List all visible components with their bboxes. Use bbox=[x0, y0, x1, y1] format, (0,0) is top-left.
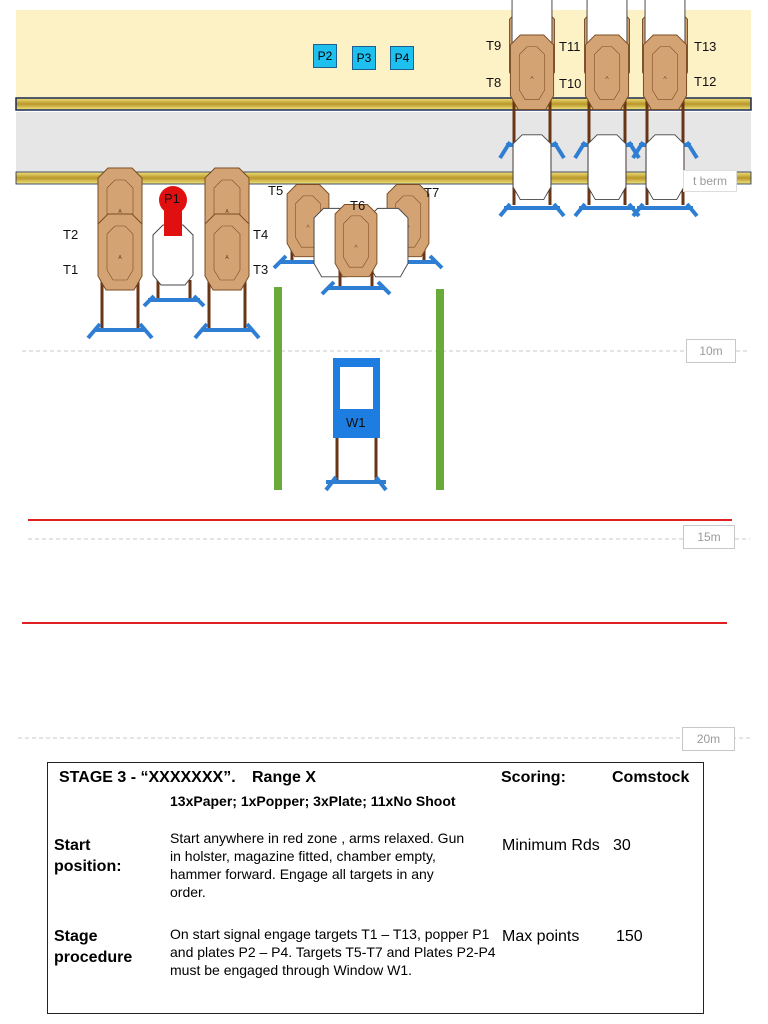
range-label: Range X bbox=[252, 769, 317, 786]
plate-p4: P4 bbox=[390, 46, 414, 70]
stand-t6 bbox=[320, 270, 392, 296]
min-rounds-label: Minimum Rds bbox=[502, 837, 600, 854]
distance-15m: 15m bbox=[683, 525, 735, 549]
stage-diagram: A bbox=[15, 0, 752, 751]
wall-left bbox=[274, 287, 282, 490]
max-points-value: 150 bbox=[616, 928, 643, 945]
target-t6 bbox=[334, 204, 378, 278]
plate-p2: P2 bbox=[313, 44, 337, 68]
stage-layout: A bbox=[15, 0, 752, 739]
label-t4: T4 bbox=[253, 227, 269, 242]
label-w1: W1 bbox=[346, 415, 366, 430]
scoring-label: Scoring: bbox=[501, 769, 566, 786]
distance-10m: 10m bbox=[686, 339, 736, 363]
label-t9: T9 bbox=[486, 38, 502, 53]
label-t11: T11 bbox=[559, 39, 581, 54]
target-t3 bbox=[204, 213, 250, 291]
label-t6: T6 bbox=[350, 198, 366, 213]
stage-briefing: STAGE 3 - “XXXXXXX”. Range X Scoring: Co… bbox=[47, 762, 704, 1014]
far-targets bbox=[498, 0, 699, 218]
label-t1: T1 bbox=[63, 262, 79, 277]
target-summary: 13xPaper; 1xPopper; 3xPlate; 11xNo Shoot bbox=[170, 793, 456, 809]
label-t12: T12 bbox=[694, 74, 717, 89]
start-label: Start position: bbox=[54, 837, 122, 875]
scoring-value: Comstock bbox=[612, 769, 690, 786]
window-w1 bbox=[324, 358, 388, 492]
start-text: Start anywhere in red zone , arms relaxe… bbox=[170, 830, 465, 900]
label-t3: T3 bbox=[253, 262, 269, 277]
label-t10: T10 bbox=[559, 76, 582, 91]
backstop bbox=[16, 10, 751, 100]
label-t7: T7 bbox=[424, 185, 440, 200]
berm-label: t berm bbox=[683, 170, 737, 192]
popper-p1 bbox=[159, 186, 187, 236]
label-t8: T8 bbox=[486, 75, 502, 90]
min-rounds-value: 30 bbox=[613, 837, 631, 854]
backstop-rail-bottom bbox=[15, 171, 752, 185]
label-t5: T5 bbox=[268, 183, 284, 198]
berm bbox=[16, 112, 751, 172]
label-p1: P1 bbox=[164, 191, 180, 206]
target-t1 bbox=[97, 213, 143, 291]
plate-p3: P3 bbox=[352, 46, 376, 70]
stage-title: STAGE 3 - “XXXXXXX”. bbox=[59, 769, 236, 786]
label-t13: T13 bbox=[694, 39, 717, 54]
procedure-text: On start signal engage targets T1 – T13,… bbox=[170, 926, 496, 978]
stand-p1 bbox=[142, 280, 206, 308]
max-points-label: Max points bbox=[502, 928, 580, 945]
backstop-rail-top bbox=[15, 97, 752, 111]
distance-20m: 20m bbox=[682, 727, 735, 751]
wall-right bbox=[436, 289, 444, 490]
label-t2: T2 bbox=[63, 227, 79, 242]
procedure-label: Stage procedure bbox=[54, 928, 133, 966]
